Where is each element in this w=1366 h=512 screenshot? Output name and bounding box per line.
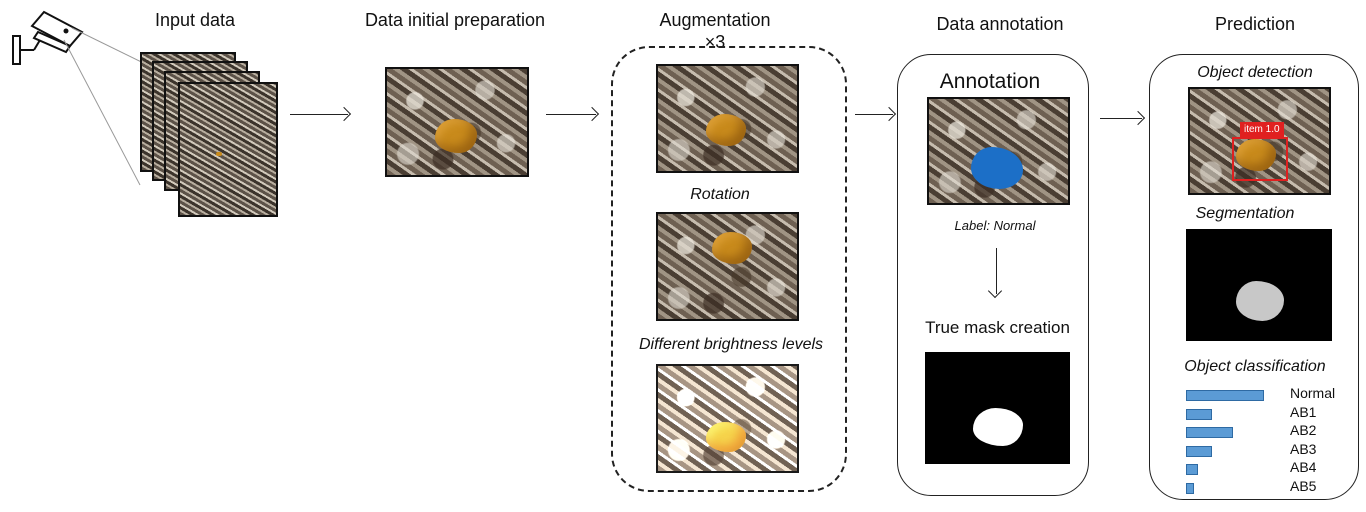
mask-white-blob — [973, 408, 1023, 446]
bar-label-ab3: AB3 — [1290, 440, 1317, 457]
cctv-camera-icon — [12, 10, 84, 65]
aug-image-rotation — [656, 212, 799, 321]
object-blob — [712, 232, 752, 264]
stage-prep-title: Data initial preparation — [364, 10, 546, 30]
detection-label: Object detection — [1197, 64, 1313, 81]
annotation-blue-mask — [971, 147, 1023, 189]
segmentation-grey-blob — [1236, 281, 1284, 321]
bar-ab2 — [1186, 427, 1233, 438]
true-mask-label: True mask creation — [925, 318, 1070, 337]
aug-image-brightness — [656, 364, 799, 473]
annotation-group — [897, 54, 1089, 496]
annotation-title: Annotation — [939, 70, 1041, 93]
classification-label: Object classification — [1184, 358, 1326, 375]
annotation-image — [927, 97, 1070, 205]
arrow-4 — [1100, 118, 1142, 119]
bar-ab1 — [1186, 408, 1212, 420]
aug-brightness-label: Different brightness levels — [638, 336, 824, 353]
aug-image-original — [656, 64, 799, 173]
bar-label-ab1: AB1 — [1290, 403, 1317, 420]
stage-input-title: Input data — [154, 10, 236, 30]
bar-label-normal: Normal — [1290, 385, 1336, 401]
bar-label-ab2: AB2 — [1290, 422, 1317, 438]
stage-pred-title: Prediction — [1214, 14, 1296, 34]
stage-annot-title: Data annotation — [936, 14, 1064, 34]
input-object — [216, 152, 222, 156]
annotation-label: Label: Normal — [954, 218, 1036, 233]
input-image-4 — [178, 82, 278, 217]
arrow-1 — [290, 114, 348, 115]
arrow-3 — [855, 114, 893, 115]
aug-rotation-label: Rotation — [690, 186, 750, 203]
object-blob — [435, 119, 477, 153]
stage-aug-title: Augmentation — [659, 10, 771, 30]
arrow-2 — [546, 114, 596, 115]
bar-ab5 — [1186, 482, 1194, 494]
true-mask-image — [925, 352, 1070, 464]
detection-box-label: item 1.0 — [1240, 122, 1284, 137]
augmentation-group — [611, 46, 847, 492]
bar-label-ab4: AB4 — [1290, 459, 1317, 475]
bar-label-ab5: AB5 — [1290, 477, 1317, 494]
object-blob — [706, 422, 746, 452]
prep-image — [385, 67, 529, 177]
segmentation-image — [1186, 229, 1332, 341]
object-blob — [1236, 139, 1276, 171]
arrow-down — [996, 248, 997, 294]
detection-box — [1232, 137, 1288, 181]
segmentation-label: Segmentation — [1195, 205, 1295, 222]
detection-image: item 1.0 — [1188, 87, 1331, 195]
prediction-group — [1149, 54, 1359, 500]
bar-ab3 — [1186, 445, 1212, 457]
bar-ab4 — [1186, 464, 1198, 475]
bar-normal — [1186, 390, 1264, 401]
object-blob — [706, 114, 746, 146]
